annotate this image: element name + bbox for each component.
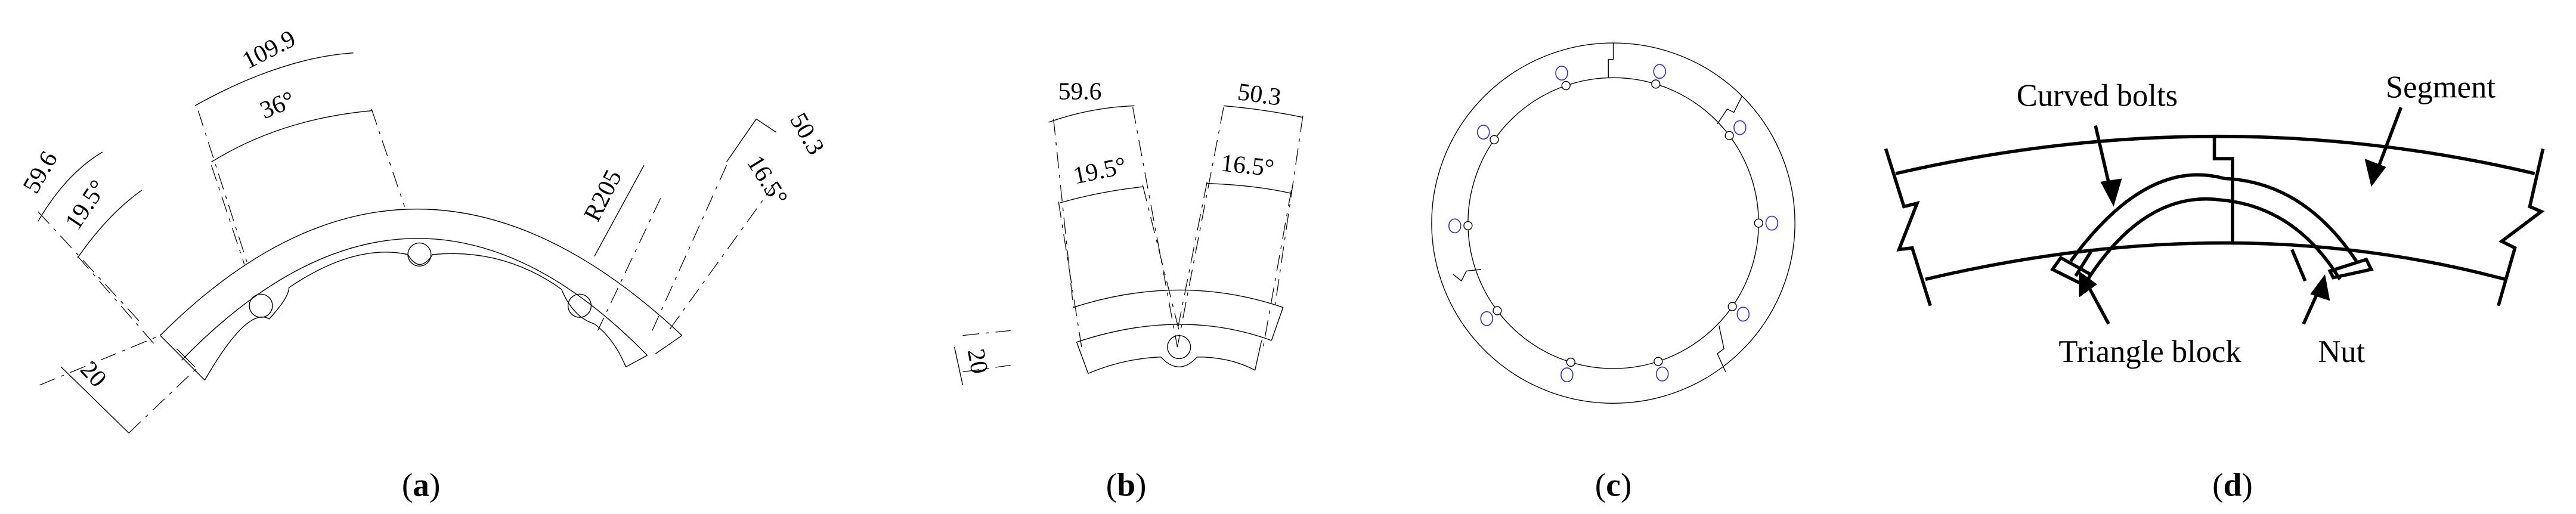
curved-bolt-outer (2069, 173, 2358, 262)
bolt-hole (567, 293, 592, 318)
segment-middle-arc (181, 238, 648, 361)
dimension-lines (953, 105, 1304, 385)
ring-outer (1431, 42, 1795, 404)
panel-a: 109.9 36° 59.6 19.5° R205 50.3 16.5° 20 … (17, 24, 830, 503)
bolt-notch (1490, 135, 1499, 144)
dim-arc-right: 50.3 (1236, 78, 1283, 111)
arrows (2079, 107, 2403, 325)
break-line-right (2497, 148, 2545, 306)
bolt-hole (1476, 125, 1490, 140)
arrow-segment (2376, 107, 2403, 169)
dim-angle-mid: 36° (256, 85, 298, 123)
bolt-notch (1651, 79, 1661, 89)
extension-lines (962, 107, 1304, 373)
dim-angle-right: 16.5° (742, 150, 793, 210)
segment-inner-arc (204, 252, 627, 380)
bolt-notch (1566, 357, 1575, 367)
arrow-curved-bolts (2094, 125, 2112, 191)
label-nut: Nut (2318, 335, 2365, 369)
bolt-notch (1754, 218, 1763, 228)
bolt-hole (1448, 218, 1462, 234)
dim-arc-left: 59.6 (1058, 77, 1102, 104)
segment-joints (1453, 43, 1743, 372)
bolt-notch (1727, 302, 1737, 311)
arrowhead (2100, 178, 2122, 207)
bolt-notch (1561, 80, 1571, 91)
segment-joint (2212, 137, 2234, 243)
bolt-hole (1480, 311, 1494, 326)
panel-d: Curved bolts Segment Triangle block Nut … (1884, 70, 2545, 503)
bolt-notch (1463, 221, 1473, 231)
arrowhead (2310, 274, 2330, 301)
bolt-hole (407, 242, 432, 267)
label-curved-bolts: Curved bolts (2017, 78, 2178, 113)
dim-angle-left: 19.5° (1071, 151, 1129, 190)
dim-radius: R205 (578, 165, 627, 225)
arrow-triangle-block (2085, 283, 2110, 325)
bolt-hole (1765, 215, 1779, 231)
bolt-notch (1493, 306, 1502, 315)
break-line-left (1884, 148, 1932, 306)
segment-end-right (626, 335, 683, 367)
arrowhead (2364, 159, 2386, 187)
panel-c: (c) (1431, 42, 1795, 503)
bolt-notch (1724, 131, 1734, 141)
bolt-holes (1448, 64, 1779, 383)
dimension-arcs (38, 52, 776, 434)
nut (2290, 249, 2374, 282)
bolt-hole (1655, 366, 1669, 382)
dim-thickness: 20 (962, 346, 993, 376)
label-triangle-block: Triangle block (2058, 335, 2241, 369)
segment-end-left (160, 335, 205, 380)
extension-lines (38, 109, 777, 434)
panel-label-c: (c) (1595, 466, 1631, 503)
segment-bottom-edge (1925, 241, 2506, 281)
ring-inner (1467, 77, 1759, 369)
panel-label-d: (d) (2212, 466, 2253, 503)
dim-arc-outer: 109.9 (238, 24, 300, 74)
arrow-nut (2302, 290, 2320, 325)
bolt-notch (1654, 357, 1663, 366)
panel-b: 59.6 50.3 19.5° 16.5° 20 (b) (953, 77, 1304, 503)
bolt-hole (1167, 335, 1191, 360)
curved-bolt-inner (2087, 197, 2342, 280)
bolt-hole (249, 293, 273, 318)
bolt-hole (1561, 367, 1574, 383)
bolt-hole (1653, 64, 1667, 79)
segment-upper-outer (1073, 289, 1284, 341)
dim-angle-right: 16.5° (1219, 149, 1275, 182)
segment-lower (1076, 340, 1262, 374)
dim-angle-left: 19.5° (59, 175, 112, 234)
dim-arc-right: 50.3 (785, 108, 830, 159)
panel-label-b: (b) (1106, 466, 1147, 503)
dim-arc-left: 59.6 (17, 147, 63, 198)
panel-label-a: (a) (402, 466, 441, 503)
bolt-hole (1736, 306, 1750, 322)
triangle-block (2050, 249, 2094, 289)
segment-upper-inner (1076, 324, 1272, 343)
segment-outer-arc (160, 208, 683, 336)
bolt-hole (1555, 66, 1568, 81)
arrowhead (2079, 271, 2097, 298)
bolt-hole (1733, 120, 1747, 135)
segment-top-edge (1895, 134, 2535, 175)
label-segment: Segment (2386, 70, 2496, 105)
